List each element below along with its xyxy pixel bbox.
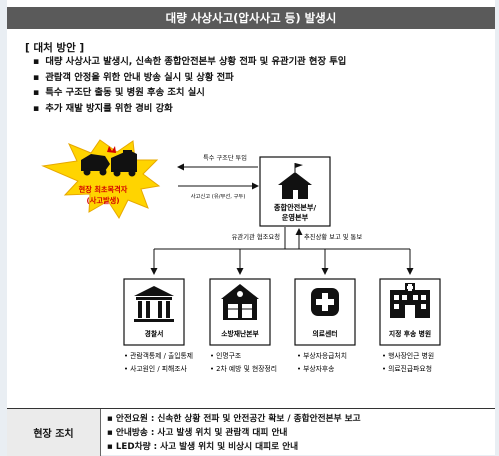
report-arrow-label: 사고신고 (유/무선, 구두): [191, 192, 246, 200]
field-action-table: 현장 조치 안전요원 : 신속한 상황 전파 및 안전공간 확보 / 종합안전본…: [7, 408, 495, 456]
incident-label-line2: (사고발생): [86, 196, 119, 205]
agency-name: 경찰서: [145, 329, 164, 338]
agency-task: • 인명구조: [210, 351, 241, 360]
agency-name: 의료센터: [312, 329, 337, 338]
agency-name: 지정 후송 병원: [389, 329, 431, 338]
action-item: 특수 구조단 출동 및 병원 후송 조치 실시: [33, 85, 346, 101]
police-station-icon: [134, 286, 174, 322]
agency-name: 소방재난본부: [221, 329, 259, 338]
hq-label-line1: 종합안전본부/: [274, 203, 317, 212]
field-action-item: 안전요원 : 신속한 상황 전파 및 안전공간 확보 / 종합안전본부 보고: [107, 412, 361, 426]
action-item: 대량 사상사고 발생시, 신속한 종합안전본부 상황 전파 및 유관기관 현장 …: [33, 54, 346, 70]
agency-task: • 의료진급파요청: [382, 364, 432, 373]
dispatch-arrow-label: 특수 구조단 투입: [203, 154, 247, 162]
section-heading: [ 대처 방안 ]: [25, 42, 85, 54]
field-action-item: LED차량 : 사고 발생 위치 및 비상시 대피로 안내: [107, 440, 361, 454]
headquarters-icon: [278, 163, 312, 199]
agency-task: • 관람객통제 / 출입통제: [124, 351, 193, 360]
field-action-item: 안내방송 : 사고 발생 위치 및 관람객 대피 안내: [107, 426, 361, 440]
medical-cross-icon: [311, 288, 339, 316]
action-list: 대량 사상사고 발생시, 신속한 종합안전본부 상황 전파 및 유관기관 현장 …: [33, 54, 346, 116]
hq-label-line2: 운영본부: [282, 213, 309, 222]
agency-task: • 2차 예방 및 현장정리: [210, 364, 277, 373]
burst-shape: [41, 139, 161, 220]
agency-task: • 부상자후송: [297, 364, 334, 373]
incident-burst: 현장 최초목격자 (사고발생): [41, 139, 161, 220]
fire-station-icon: [221, 284, 259, 320]
agency-medical: 의료센터 • 부상자응급처치 • 부상자후송: [294, 278, 356, 373]
agency-fire: 소방재난본부 • 인명구조 • 2차 예방 및 현장정리: [209, 278, 277, 373]
response-flow-diagram: 현장 최초목격자 (사고발생) 특수 구조단 투입 사고신고 (유/무선, 구두…: [41, 139, 441, 373]
hq-node: 종합안전본부/ 운영본부: [259, 156, 331, 227]
cooperation-label: 유관기관 협조요청: [232, 232, 281, 241]
field-action-list: 안전요원 : 신속한 상황 전파 및 안전공간 확보 / 종합안전본부 보고 안…: [101, 409, 361, 456]
agency-police: 경찰서 • 관람객통제 / 출입통제 • 사고원인 / 피해조사: [123, 278, 193, 373]
agency-hospital: 지정 후송 병원 • 행사장인근 병원 • 의료진급파요청: [379, 278, 441, 373]
response-plan-sheet: 대량 사상사고(압사사고 등) 발생시 [ 대처 방안 ] 대량 사상사고 발생…: [7, 0, 495, 456]
agency-task: • 사고원인 / 피해조사: [124, 364, 188, 373]
incident-label-line1: 현장 최초목격자: [79, 185, 128, 194]
vehicle-crash-icon: [81, 146, 137, 177]
followup-label: 추진상황 보고 및 통보: [304, 232, 362, 241]
field-action-heading: 현장 조치: [7, 409, 101, 456]
action-item: 관람객 안정을 위한 안내 방송 실시 및 상황 전파: [33, 70, 346, 86]
agency-task: • 행사장인근 병원: [382, 351, 434, 360]
agency-task: • 부상자응급처치: [297, 351, 347, 360]
action-item: 추가 재발 방지를 위한 경비 강화: [33, 101, 346, 117]
hospital-icon: [390, 283, 430, 318]
page-title: 대량 사상사고(압사사고 등) 발생시: [7, 7, 495, 29]
